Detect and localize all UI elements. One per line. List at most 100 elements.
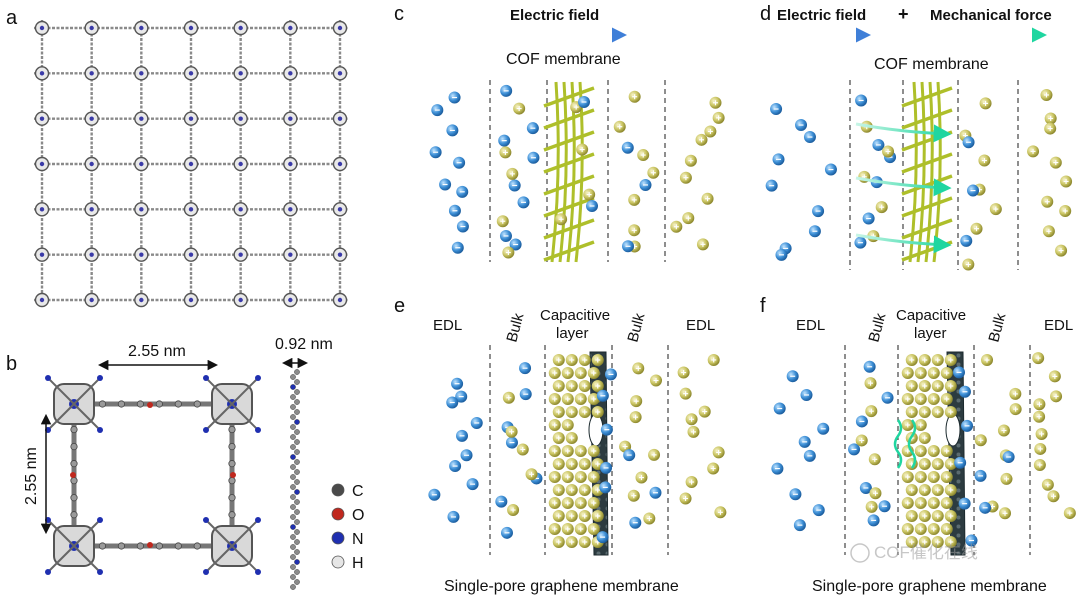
side-atom — [290, 504, 296, 510]
cation — [578, 380, 591, 392]
cof-membrane-label-c: COF membrane — [506, 51, 621, 68]
anion — [495, 495, 508, 508]
anion — [649, 486, 662, 499]
caption-e: Single-pore graphene membrane — [444, 578, 679, 595]
anion — [456, 220, 469, 233]
anion — [451, 377, 464, 390]
linker-atom — [136, 542, 144, 550]
electric-field-label-d: Electric field — [777, 7, 866, 24]
anion — [817, 422, 830, 435]
anion — [596, 531, 609, 544]
side-atom — [294, 459, 300, 465]
anion — [429, 146, 442, 159]
cation — [918, 432, 931, 444]
mechanical-flow-arrow — [855, 122, 952, 143]
cof-membrane-label-d: COF membrane — [874, 56, 989, 73]
side-atom — [294, 489, 300, 495]
cation — [914, 471, 927, 483]
side-atom — [294, 379, 300, 385]
cation — [1034, 442, 1047, 455]
cation — [548, 497, 561, 509]
anion — [958, 385, 971, 398]
cation — [901, 367, 914, 379]
node-nitrogen — [238, 161, 243, 167]
anion — [629, 516, 642, 529]
cation — [974, 434, 987, 447]
cof-crosslink — [543, 86, 595, 108]
cation — [1033, 410, 1046, 423]
cof-crosslink — [543, 174, 595, 196]
anion — [586, 200, 598, 212]
cation — [927, 497, 940, 509]
anion — [622, 240, 635, 253]
anion — [448, 91, 461, 104]
node-nitrogen — [89, 252, 94, 257]
anion — [786, 370, 799, 383]
cation — [578, 458, 591, 470]
ion-transport-scene-f — [771, 345, 1076, 556]
cation — [944, 484, 957, 496]
cation — [565, 354, 578, 366]
cation — [868, 453, 881, 466]
cation — [905, 354, 918, 366]
cation — [997, 424, 1010, 437]
anion — [979, 501, 992, 514]
region-label-edl-right-e: EDL — [686, 317, 715, 334]
cation — [698, 405, 711, 418]
cation — [505, 425, 518, 438]
cation — [931, 354, 944, 366]
node-nitrogen — [337, 297, 343, 303]
mechanical-flow-arrow — [855, 233, 952, 254]
terminal-nitrogen — [97, 427, 103, 433]
anion — [578, 96, 590, 108]
anion — [456, 429, 469, 442]
cation — [931, 406, 944, 418]
cation — [927, 445, 940, 457]
side-atom — [294, 479, 300, 485]
ion-transport-scene-c — [429, 80, 725, 263]
terminal-nitrogen — [203, 375, 209, 381]
cation — [587, 393, 600, 405]
oxygen-atom — [230, 472, 236, 478]
region-label-bulk-left-e: Bulk — [503, 311, 527, 344]
cation — [587, 497, 600, 509]
arm-bond — [231, 377, 259, 405]
cation — [628, 90, 641, 103]
cation — [583, 188, 596, 201]
cation — [1055, 244, 1068, 257]
cation — [1041, 195, 1054, 208]
cation — [701, 192, 714, 205]
cation — [561, 445, 574, 457]
linker-atom — [117, 400, 126, 408]
cation — [962, 258, 975, 271]
cation — [855, 434, 868, 447]
cation — [940, 445, 953, 457]
cation — [1032, 352, 1045, 365]
anion — [451, 241, 464, 254]
caption-f: Single-pore graphene membrane — [812, 578, 1047, 595]
node-nitrogen — [188, 297, 194, 303]
linker-atom — [98, 400, 107, 408]
anion — [500, 84, 513, 97]
anion — [770, 103, 783, 116]
cof-crosslink — [901, 152, 953, 174]
node-nitrogen — [39, 116, 45, 121]
watermark-text: COF催化在线 — [874, 543, 978, 562]
arm-bond — [47, 403, 75, 431]
cation — [555, 213, 568, 226]
anion — [881, 391, 894, 404]
anion — [431, 104, 444, 117]
node-nitrogen — [139, 297, 144, 303]
cof-crosslink — [543, 130, 595, 152]
cation — [578, 484, 591, 496]
cation — [979, 97, 992, 110]
node-nitrogen — [337, 252, 343, 257]
cation — [685, 476, 698, 489]
side-atom — [294, 579, 300, 585]
cation — [901, 497, 914, 509]
cation — [591, 406, 604, 418]
cation — [552, 354, 565, 366]
anion — [449, 460, 462, 473]
side-atom — [294, 439, 300, 445]
cation — [679, 387, 692, 400]
